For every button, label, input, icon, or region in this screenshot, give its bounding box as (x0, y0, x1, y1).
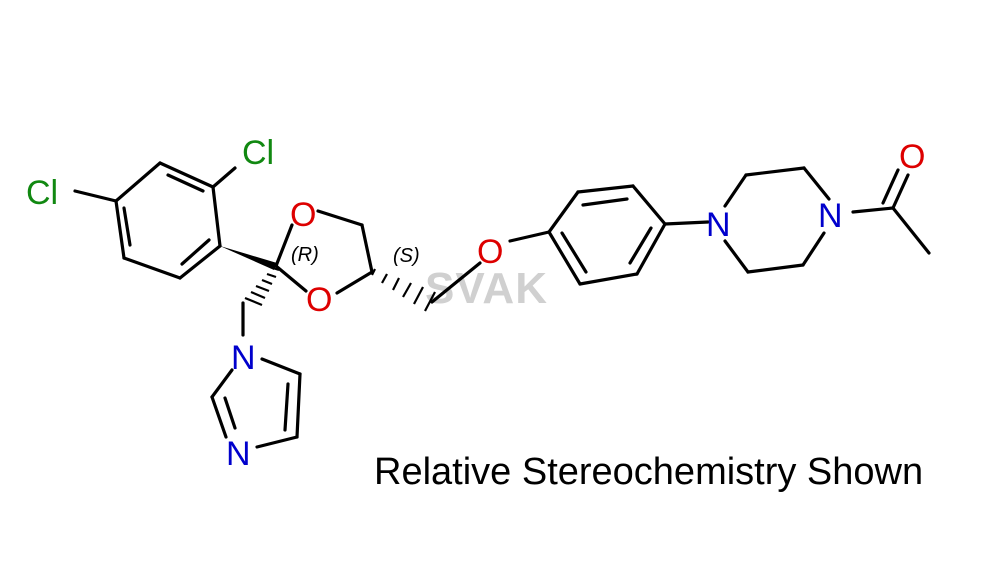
nitrogen-atom-imidazole-bottom: N (226, 435, 251, 473)
chlorine-atom-top: Cl (242, 134, 274, 172)
hashed-bond-ch2-ether (371, 268, 436, 312)
nitrogen-atom-piperazine-right: N (818, 197, 843, 235)
oxygen-atom-ring-top: O (290, 196, 316, 234)
nitrogen-atom-piperazine-left: N (706, 206, 731, 244)
chlorine-atom-left: Cl (26, 174, 58, 212)
wedge-bond (220, 246, 277, 270)
oxygen-atom-ring-bottom: O (306, 281, 332, 319)
acetyl-group (851, 168, 931, 255)
bond-cl-left (73, 189, 118, 203)
bond-ch2-o (430, 261, 482, 304)
watermark: SVAK (425, 264, 548, 313)
oxygen-atom-carbonyl: O (899, 138, 925, 176)
hashed-bond-ch2-imidazole (244, 266, 280, 307)
phenylene-ring (547, 184, 667, 286)
bond-aryl-n (663, 220, 710, 226)
imidazole-ring (210, 357, 302, 449)
dioxolane-ring (274, 209, 374, 295)
stereo-label-s: (S) (393, 245, 420, 267)
bond-cl-top (211, 166, 237, 189)
piperazine-ring (723, 166, 831, 274)
bond-o-aryl (508, 230, 551, 243)
dichlorophenyl-ring (114, 161, 222, 280)
stereo-label-r: (R) (291, 244, 319, 266)
nitrogen-atom-imidazole-top: N (231, 339, 256, 377)
oxygen-atom-ether: O (477, 233, 503, 271)
caption: Relative Stereochemistry Shown (374, 451, 924, 493)
